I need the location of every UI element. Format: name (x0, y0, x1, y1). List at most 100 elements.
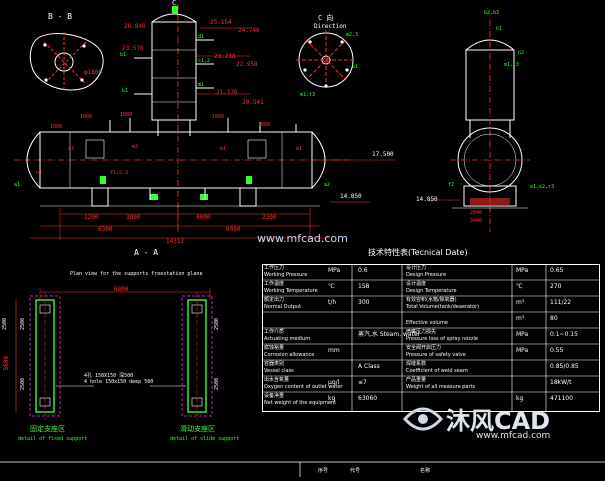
elev-14850-side: 14.850 (416, 196, 438, 203)
plan-caption: Plan view for the supports freestation p… (70, 271, 203, 277)
table-cell-v: 300 (358, 299, 370, 306)
table-cell-l1: 腐蚀裕量 (264, 345, 285, 351)
svg-text:m1,t3: m1,t3 (300, 92, 315, 98)
elev-17500: 17.500 (372, 151, 394, 158)
table-cell-rv: 18kW/t (550, 379, 572, 386)
svg-text:2500: 2500 (2, 318, 8, 330)
svg-text:序号: 序号 (318, 467, 328, 474)
svg-text:2500: 2500 (214, 378, 220, 390)
table-cell-l1: 出水含氧量 (264, 377, 290, 383)
table-cell-v: ≤7 (358, 379, 367, 386)
dim-plan-5600: 5600 (3, 356, 10, 371)
svg-text:2500: 2500 (214, 318, 220, 330)
table-cell-v: 158 (358, 283, 370, 290)
svg-text:k1: k1 (122, 88, 128, 94)
svg-text:a1: a1 (14, 182, 20, 188)
dim-6300: 6300 (98, 226, 113, 233)
svg-text:1000: 1000 (80, 114, 92, 120)
table-cell-r2: Design Temperature (406, 288, 457, 294)
table-cell-l1: 额定出力 (264, 297, 285, 303)
dim-plan-6800: 6800 (114, 286, 129, 293)
table-cell-l2: Vessel class (264, 368, 294, 374)
elev-26840: 26.840 (124, 23, 146, 30)
svg-text:m1,t3: m1,t3 (504, 62, 519, 68)
table-cell-rv: 0.1~0.15 (550, 331, 578, 338)
table-cell-rv: 111/22 (550, 299, 572, 306)
table-cell-r2: Effective volume (406, 320, 448, 326)
table-cell-r1: 设计压力 (406, 265, 427, 271)
table-cell-l1: 工作温度 (264, 281, 285, 287)
fixed-support-title: 固定支座区 (30, 425, 65, 433)
elev-14850-main: 14.850 (340, 193, 362, 200)
table-cell-r2: Pressure loss of spray nozzle (406, 336, 478, 342)
table-cell-l2: Net weight of the equipment (264, 400, 337, 406)
table-cell-l2: Working Temperature (264, 288, 318, 294)
table-cell-r2: Design Pressure (406, 272, 447, 278)
svg-text:n2: n2 (518, 50, 524, 56)
svg-text:a2: a2 (324, 182, 330, 188)
svg-text:2500: 2500 (20, 318, 26, 330)
section-bb-view: φ1800 (29, 32, 104, 92)
elev-20541: 20.541 (242, 99, 264, 106)
svg-text:代号: 代号 (350, 467, 360, 474)
watermark-logo-mark (402, 403, 444, 435)
table-cell-l1: 容器类别 (264, 361, 285, 367)
svg-text:b1: b1 (496, 26, 502, 32)
table-cell-r1: 焊缝系数 (406, 361, 427, 367)
table-cell-rv: 0.55 (550, 347, 564, 354)
svg-text:名称: 名称 (420, 467, 430, 474)
svg-text:1000: 1000 (258, 122, 270, 128)
table-cell-v: 0.6 (358, 267, 368, 274)
elev-25154: 25.154 (210, 19, 232, 26)
svg-text:2500: 2500 (20, 378, 26, 390)
table-cell-l2: Normal Output (264, 304, 302, 310)
svg-text:e1,e2,r3: e1,e2,r3 (530, 184, 554, 190)
svg-text:m1: m1 (198, 82, 204, 88)
table-cell-r2: Pressure of safety valve (406, 352, 466, 358)
hole-note-cn: 4孔 150X150 深500 (84, 373, 134, 379)
table-cell-runit: ℃ (516, 283, 523, 290)
dim-2300: 2300 (262, 214, 277, 221)
table-cell-l2: Corrosion allowance (264, 352, 315, 358)
svg-text:f1,2,3: f1,2,3 (110, 170, 128, 176)
table-cell-r1: 喷嘴压力损失 (406, 329, 437, 335)
table-cell-runit: MPa (516, 331, 529, 338)
table-cell-l1: 工作介质 (264, 329, 285, 335)
svg-text:e1: e1 (296, 146, 302, 152)
table-cell-v: 蒸汽,水 Steam, water (358, 331, 421, 338)
table-cell-unit: mm (328, 347, 340, 354)
direction-subtitle: Direction (314, 23, 347, 30)
direction-title: C 向 (318, 14, 334, 22)
table-cell-rv: 0.65 (550, 267, 564, 274)
fixed-support-subtitle: detail of fixed support (18, 436, 88, 442)
svg-text:1000: 1000 (212, 114, 224, 120)
plan-view-aa: 2500 2500 2500 2500 2500 (2, 288, 220, 420)
table-cell-r2: Coefficient of weld seam (406, 368, 468, 374)
slide-support-title: 滑动支座区 (180, 425, 215, 433)
table-cell-unit: kg (328, 395, 336, 402)
dim-1200: 1200 (84, 214, 99, 221)
dim-4000: 4000 (196, 214, 211, 221)
table-cell-r2: Total Volume(tank/deaerator) (406, 304, 480, 310)
elev-22958: 22.958 (236, 61, 258, 68)
svg-text:f2: f2 (448, 182, 454, 188)
table-cell-r1: 设计温度 (406, 281, 427, 287)
svg-text:n1: n1 (36, 170, 42, 176)
svg-text:b1: b1 (352, 64, 358, 70)
table-cell-rv: 270 (550, 283, 562, 290)
svg-text:m2: m2 (132, 144, 138, 150)
section-aa-title: A - A (134, 248, 159, 257)
watermark-url-top: www.mfcad.com (257, 232, 348, 245)
slide-support-subtitle: detail of slide support (170, 436, 240, 442)
svg-text:m2,3: m2,3 (346, 32, 358, 38)
elev-23218: 23.218 (214, 53, 236, 60)
table-cell-unit: MPa (328, 267, 341, 274)
svg-text:b1: b1 (120, 52, 126, 58)
table-cell-runit: m³ (516, 299, 525, 306)
table-cell-runit: m³ (516, 315, 525, 322)
table-cell-unit: ℃ (328, 283, 335, 290)
dim-overall-14312: 14312 (166, 238, 185, 245)
